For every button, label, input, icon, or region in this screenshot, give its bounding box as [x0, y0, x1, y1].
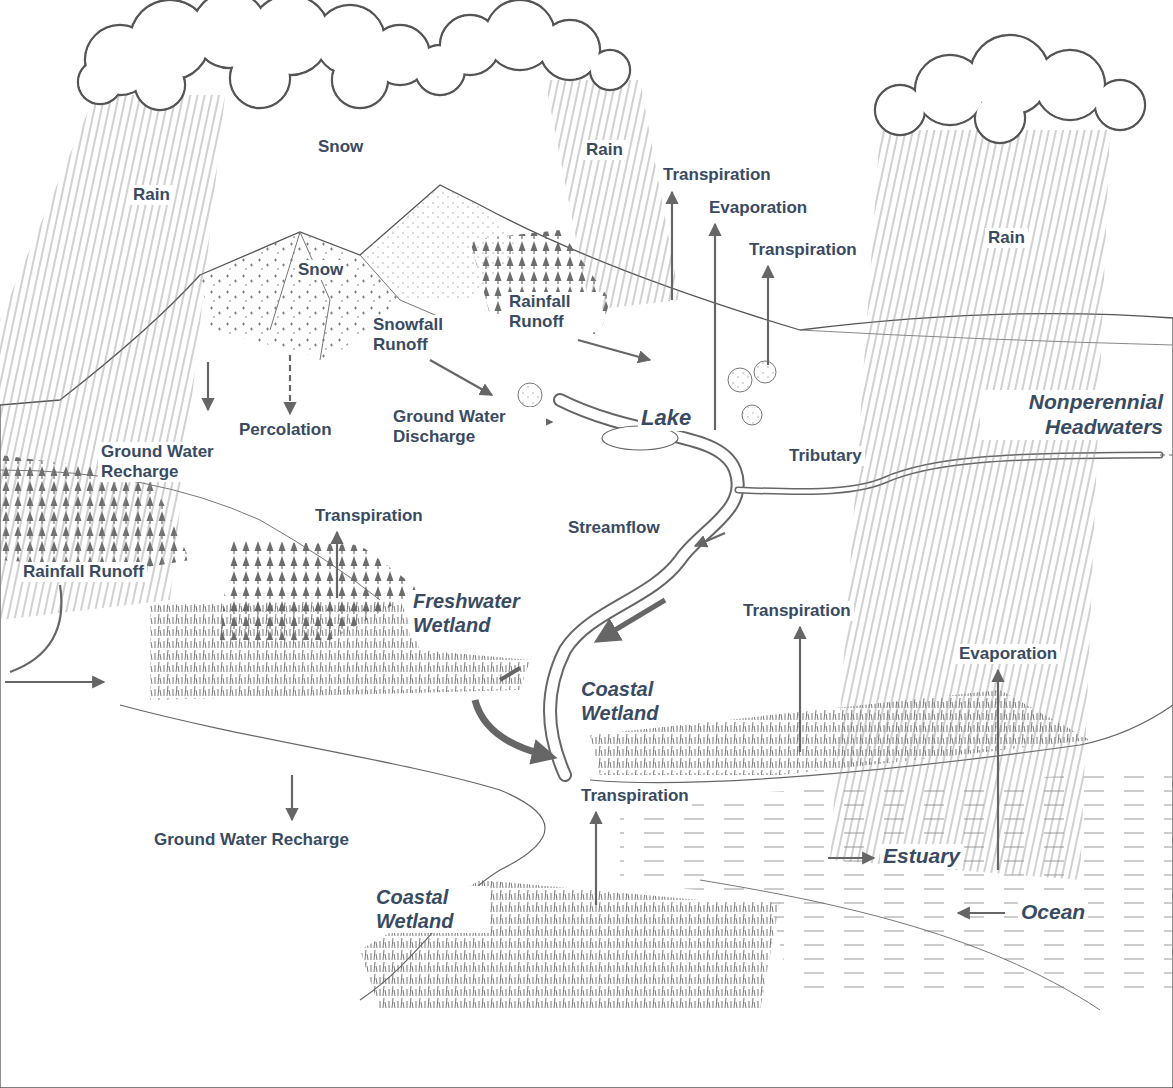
cycle-label: Rain [583, 140, 626, 160]
cycle-label: Nonperennial Headwaters [980, 390, 1166, 440]
cycle-label: Rain [130, 185, 173, 205]
cycle-label: Ground Water Recharge [151, 830, 352, 850]
cycle-label: Transpiration [578, 786, 692, 806]
cycle-label: Evaporation [956, 644, 1060, 664]
cycle-label: Snow [315, 137, 366, 157]
cycle-label: Ground Water Discharge [390, 407, 546, 447]
cycle-label: Coastal Wetland [578, 678, 694, 725]
cycle-label: Transpiration [740, 601, 854, 621]
cycle-label: Freshwater Wetland [410, 590, 556, 637]
cycle-label: Snow [295, 260, 346, 280]
cycle-label: Transpiration [660, 165, 774, 185]
cycle-label: Snowfall Runoff [370, 315, 471, 355]
cycle-label: Streamflow [565, 518, 663, 538]
cycle-label: Rainfall Runoff [20, 562, 147, 582]
cycle-label: Coastal Wetland [373, 886, 489, 933]
cycle-label: Percolation [236, 420, 335, 440]
cycle-label: Rain [985, 228, 1028, 248]
cycle-label: Lake [638, 405, 694, 431]
cycle-label: Tributary [786, 446, 865, 466]
cycle-label: Transpiration [312, 506, 426, 526]
cycle-label: Transpiration [746, 240, 860, 260]
cycle-label: Rainfall Runoff [506, 292, 602, 332]
cycle-label: Ocean [1018, 900, 1088, 925]
cycle-label: Estuary [880, 844, 963, 869]
cycle-label: Ground Water Recharge [98, 442, 254, 482]
cycle-label: Evaporation [706, 198, 810, 218]
